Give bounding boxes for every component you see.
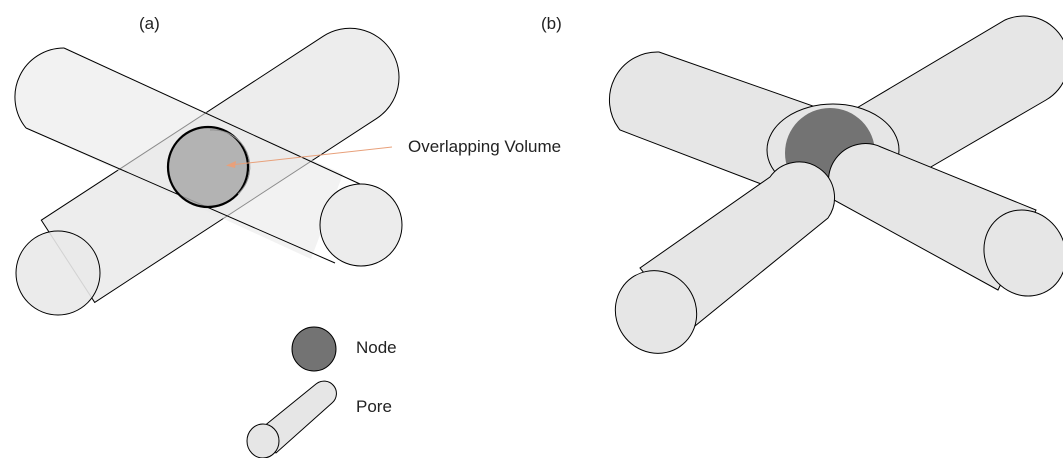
pore-end-cap — [983, 209, 1063, 297]
panel-b-figure — [608, 15, 1063, 354]
legend-pore-label: Pore — [356, 397, 392, 416]
legend-node-icon — [291, 326, 337, 372]
legend-pore-icon — [246, 380, 337, 458]
panel-b-label: (b) — [541, 14, 562, 33]
overlapping-volume — [166, 125, 251, 209]
panel-a-label: (a) — [139, 14, 160, 33]
pore-end-cap — [319, 183, 403, 267]
pore-arm-lower-left — [614, 161, 835, 354]
pore-arm-upper-right — [849, 15, 1063, 183]
pore-arm-lower-right — [828, 143, 1063, 297]
legend — [246, 326, 337, 458]
panel-a-figure — [14, 27, 403, 316]
pore-end-cap — [15, 230, 101, 316]
pore-end-cap — [614, 270, 698, 354]
overlap-arrow — [226, 146, 393, 168]
overlapping-volume-label: Overlapping Volume — [408, 137, 562, 156]
legend-node-label: Node — [356, 338, 397, 357]
